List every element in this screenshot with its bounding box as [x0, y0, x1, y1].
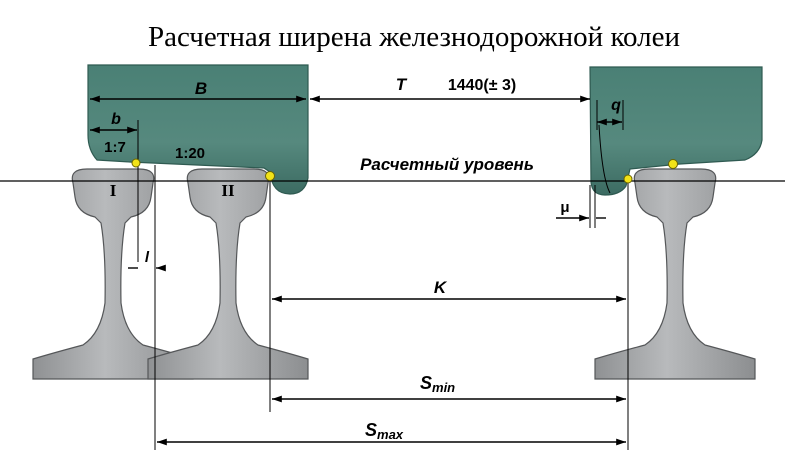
contact-point-left-flange — [265, 171, 275, 181]
label-S-min-base: S — [420, 373, 432, 393]
rail-2-label: II — [221, 181, 235, 200]
flange-edge-line — [598, 124, 611, 194]
label-T: T — [396, 75, 408, 94]
label-K: K — [434, 278, 448, 297]
contact-point-right-flange — [623, 174, 633, 184]
contact-point-right-tread — [668, 159, 678, 169]
rail-1-label: I — [110, 181, 117, 200]
diagram-title: Расчетная ширена железнодорожной колеи — [148, 21, 680, 53]
label-slope-1-20: 1:20 — [175, 145, 205, 162]
label-S-min: Smin — [420, 373, 455, 395]
label-S-max-subscript: max — [377, 427, 404, 442]
label-B: B — [195, 79, 207, 98]
label-l: l — [145, 249, 150, 266]
label-slope-1-7: 1:7 — [104, 139, 126, 156]
label-mu: μ — [560, 199, 569, 216]
contact-point-b — [131, 158, 141, 168]
label-b: b — [111, 111, 121, 128]
label-S-min-subscript: min — [432, 380, 455, 395]
label-S-max-base: S — [365, 420, 377, 440]
rail-right — [594, 168, 756, 380]
label-q: q — [611, 97, 621, 114]
calculation-level-label: Расчетный уровень — [360, 155, 534, 174]
label-S-max: Smax — [365, 420, 404, 442]
rail-1 — [32, 168, 194, 380]
label-gauge-value: 1440(± 3) — [448, 77, 516, 94]
rail-2 — [147, 168, 309, 380]
